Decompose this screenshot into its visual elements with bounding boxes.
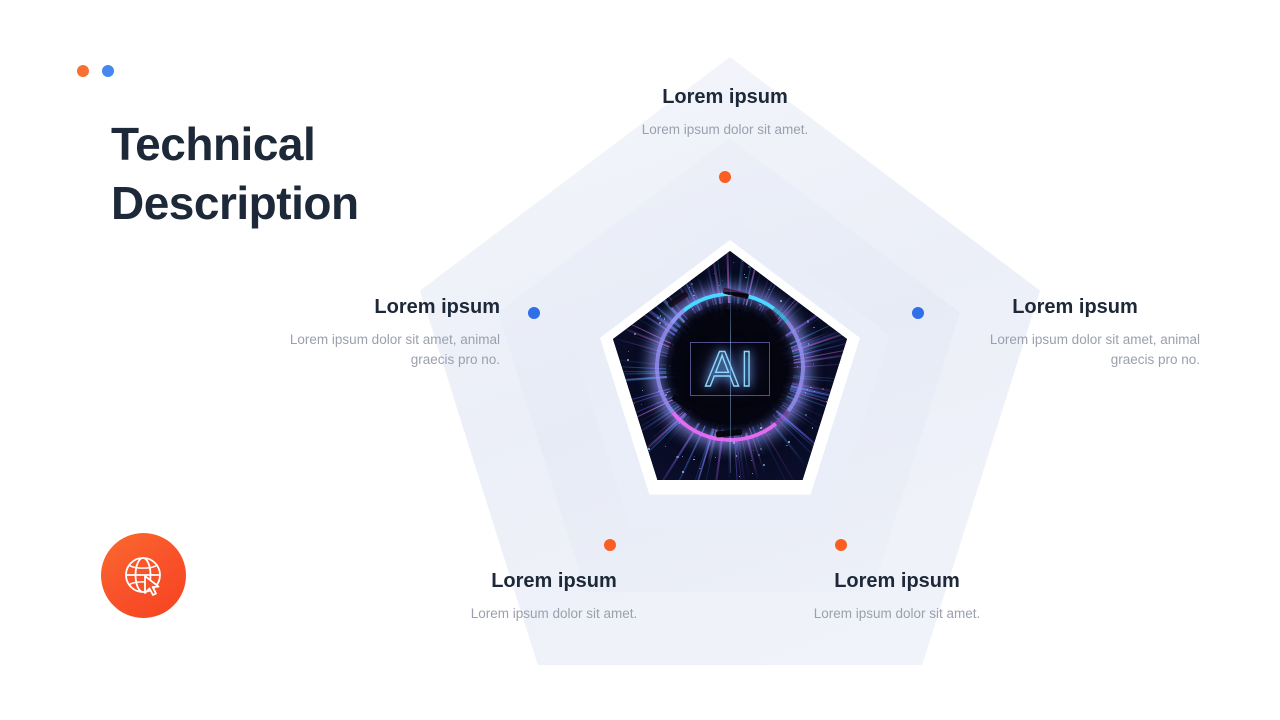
node-right[interactable] — [912, 307, 924, 319]
node-bottom-right[interactable] — [835, 539, 847, 551]
diagram-item-left-desc: Lorem ipsum dolor sit amet, animal graec… — [250, 330, 500, 369]
diagram-item-bottom-right-desc: Lorem ipsum dolor sit amet. — [772, 604, 1022, 624]
diagram-item-bottom-left-desc: Lorem ipsum dolor sit amet. — [429, 604, 679, 624]
diagram-item-bottom-left[interactable]: Lorem ipsum Lorem ipsum dolor sit amet. — [429, 569, 679, 624]
accent-dot-blue — [102, 65, 114, 77]
diagram-item-bottom-left-title: Lorem ipsum — [429, 569, 679, 593]
diagram-item-right[interactable]: Lorem ipsum Lorem ipsum dolor sit amet, … — [950, 295, 1200, 369]
diagram-item-top-title: Lorem ipsum — [600, 85, 850, 109]
globe-cursor-icon — [120, 552, 168, 600]
node-left[interactable] — [528, 307, 540, 319]
diagram-item-right-desc: Lorem ipsum dolor sit amet, animal graec… — [950, 330, 1200, 369]
diagram-item-top[interactable]: Lorem ipsum Lorem ipsum dolor sit amet. — [600, 85, 850, 140]
diagram-item-left[interactable]: Lorem ipsum Lorem ipsum dolor sit amet, … — [250, 295, 500, 369]
node-top[interactable] — [719, 171, 731, 183]
ai-artwork-label: AI — [705, 340, 754, 398]
diagram-item-bottom-right[interactable]: Lorem ipsum Lorem ipsum dolor sit amet. — [772, 569, 1022, 624]
diagram-item-right-title: Lorem ipsum — [950, 295, 1200, 319]
globe-badge[interactable] — [101, 533, 186, 618]
accent-dot-orange — [77, 65, 89, 77]
node-bottom-left[interactable] — [604, 539, 616, 551]
diagram-item-top-desc: Lorem ipsum dolor sit amet. — [600, 120, 850, 140]
diagram-item-left-title: Lorem ipsum — [250, 295, 500, 319]
diagram-item-bottom-right-title: Lorem ipsum — [772, 569, 1022, 593]
accent-dot-row — [77, 65, 114, 77]
